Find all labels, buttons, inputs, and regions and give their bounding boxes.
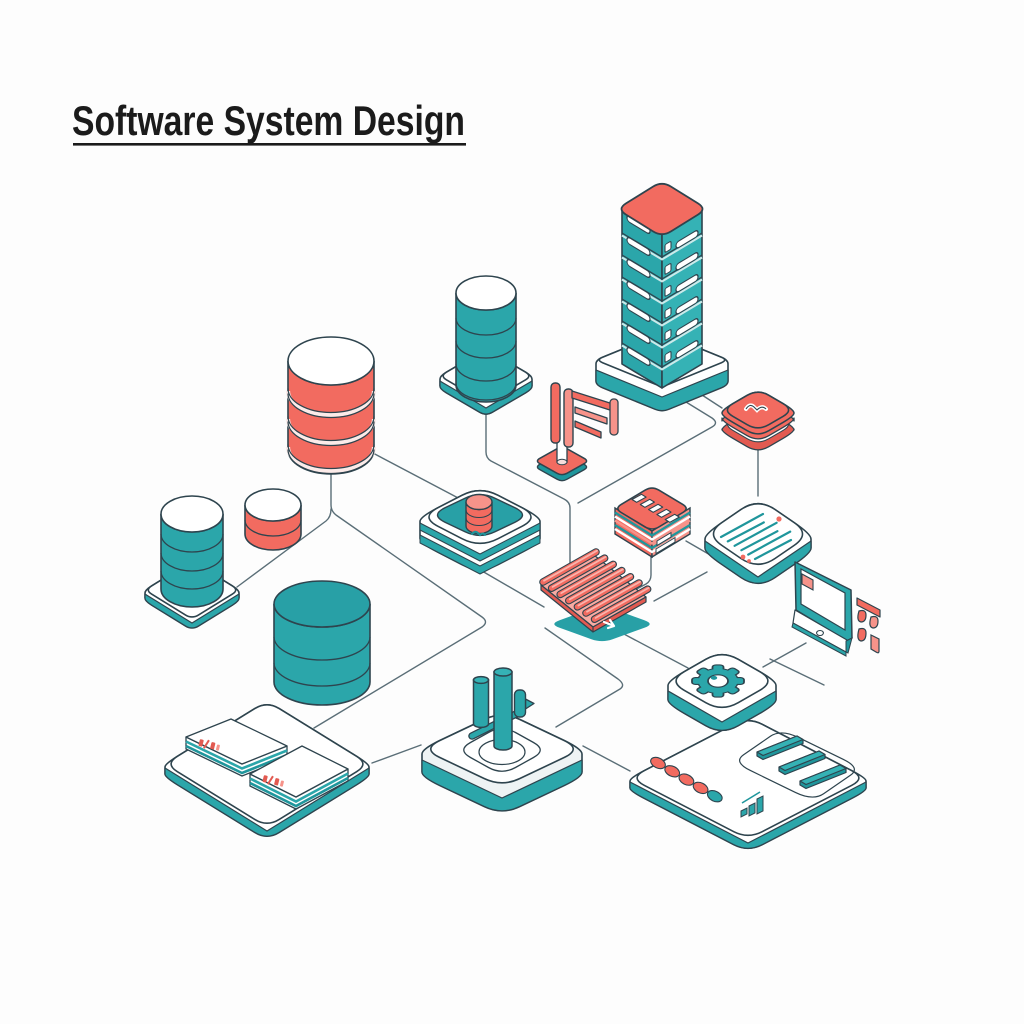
svg-text:Software System Design: Software System Design (72, 97, 465, 144)
